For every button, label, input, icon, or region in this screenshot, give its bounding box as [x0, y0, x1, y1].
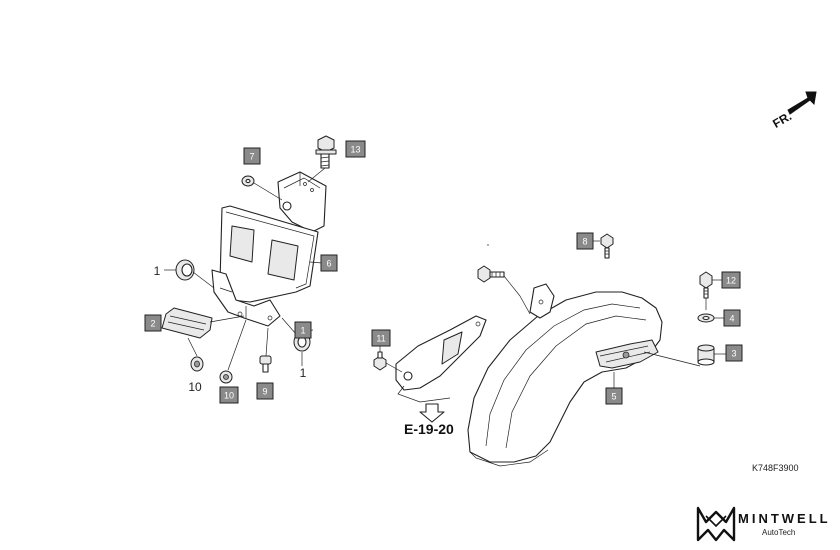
svg-text:3: 3 [731, 349, 736, 359]
svg-text:1: 1 [300, 326, 305, 336]
bolt-part-12 [699, 271, 713, 310]
tag-part-1-right: 1 [294, 321, 312, 339]
fender-stay [395, 315, 487, 403]
tag-part-7: 7 [243, 147, 261, 165]
nut-part-10-lower [219, 319, 247, 384]
label-part-10-lower: 10 [188, 380, 202, 394]
reference-arrow [419, 403, 445, 423]
bolt-part-11 [373, 351, 403, 373]
bolt-part-13 [307, 135, 337, 183]
tag-part-4: 4 [723, 309, 741, 327]
tag-part-5: 5 [605, 387, 623, 405]
svg-text:10: 10 [224, 391, 234, 401]
section-reference: E-19-20 [404, 421, 454, 437]
svg-text:9: 9 [262, 387, 267, 397]
brand-logo-icon [696, 506, 736, 542]
brand-name: MINTWELL [738, 511, 831, 526]
tag-part-9: 9 [256, 382, 274, 400]
svg-text:8: 8 [582, 237, 587, 247]
svg-text:4: 4 [729, 314, 734, 324]
tag-part-13: 13 [345, 140, 366, 158]
front-arrow-icon [787, 91, 817, 115]
nut-part-10 [187, 337, 204, 372]
grommet-part-1 [175, 259, 215, 289]
tag-part-10: 10 [219, 386, 239, 404]
svg-text:6: 6 [326, 259, 331, 269]
label-part-1-lower: 1 [300, 366, 307, 380]
tag-part-6: 6 [320, 254, 338, 272]
svg-text:13: 13 [350, 145, 360, 155]
damper-part-3 [643, 344, 726, 367]
diagram-code: K748F3900 [752, 463, 799, 473]
bolt-part-9 [259, 327, 272, 373]
license-bracket [211, 171, 327, 327]
tag-part-12: 12 [721, 271, 741, 289]
bolt-part-8 [600, 233, 614, 259]
svg-text:12: 12 [726, 276, 736, 286]
brand-sub: AutoTech [762, 528, 795, 537]
rear-fender-part-5 [467, 283, 663, 467]
tag-part-11: 11 [371, 329, 391, 347]
svg-text:7: 7 [249, 152, 254, 162]
washer-part-4 [697, 313, 724, 323]
bolt-upper-stay [477, 265, 531, 315]
tag-part-3: 3 [725, 344, 743, 362]
washer-part-7 [241, 175, 283, 201]
reflector-part-2 [161, 307, 245, 339]
svg-text:2: 2 [150, 319, 155, 329]
svg-text:5: 5 [611, 392, 616, 402]
label-part-1-left: 1 [154, 264, 161, 278]
tag-part-8: 8 [576, 232, 594, 250]
svg-text:11: 11 [376, 334, 385, 344]
tag-part-2: 2 [144, 314, 162, 332]
